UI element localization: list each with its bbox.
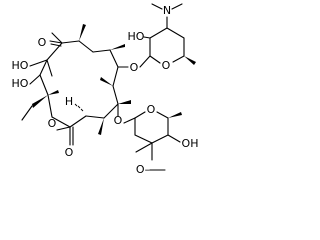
sugar1-link-oxygen: O [130,61,139,74]
hydroxy-upper: HO [12,59,29,72]
sugar1-methyl-wedge [184,56,196,65]
ketone-group: O [38,36,63,49]
sugar2-ring-oxygen: O [147,103,156,116]
ketone-oxygen: O [38,36,47,49]
methyl-wedge-right-center [100,77,113,86]
stereo-hydrogen: H [65,95,84,112]
sugar2-methyl-wedge [168,112,182,118]
lactone-carbonyl: O [56,126,74,159]
methoxy-group: O– [136,163,150,176]
methyl-wedge-left [48,90,59,95]
methyl-wedge-lower-right [118,100,131,104]
methyl-wedge-top [79,24,86,41]
left-substituents: HO HO [12,59,59,95]
cladinose-sugar: O O OH O– [114,103,199,176]
macrolactone-ring [39,32,119,128]
sugar1-hydroxy: HO [128,30,145,43]
nitrogen: N [163,4,171,17]
hydroxy-lower: HO [12,77,29,90]
sugar2-hydroxy: OH [182,137,199,150]
erythromycin-structure: O HO HO O O H O [12,3,199,176]
sugar2-link-oxygen: O [114,114,123,127]
methyl-wedge-ring-right [110,44,125,50]
svg-text:H: H [65,95,73,108]
lactone-oxygen: O [48,117,57,130]
ethyl-group [21,95,48,121]
lactone-carbonyl-oxygen: O [65,146,74,159]
desosamine-sugar: O O HO N [117,3,196,74]
sugar1-ring-oxygen: O [162,59,171,72]
methyl-wedge-lower-mid [98,118,104,135]
